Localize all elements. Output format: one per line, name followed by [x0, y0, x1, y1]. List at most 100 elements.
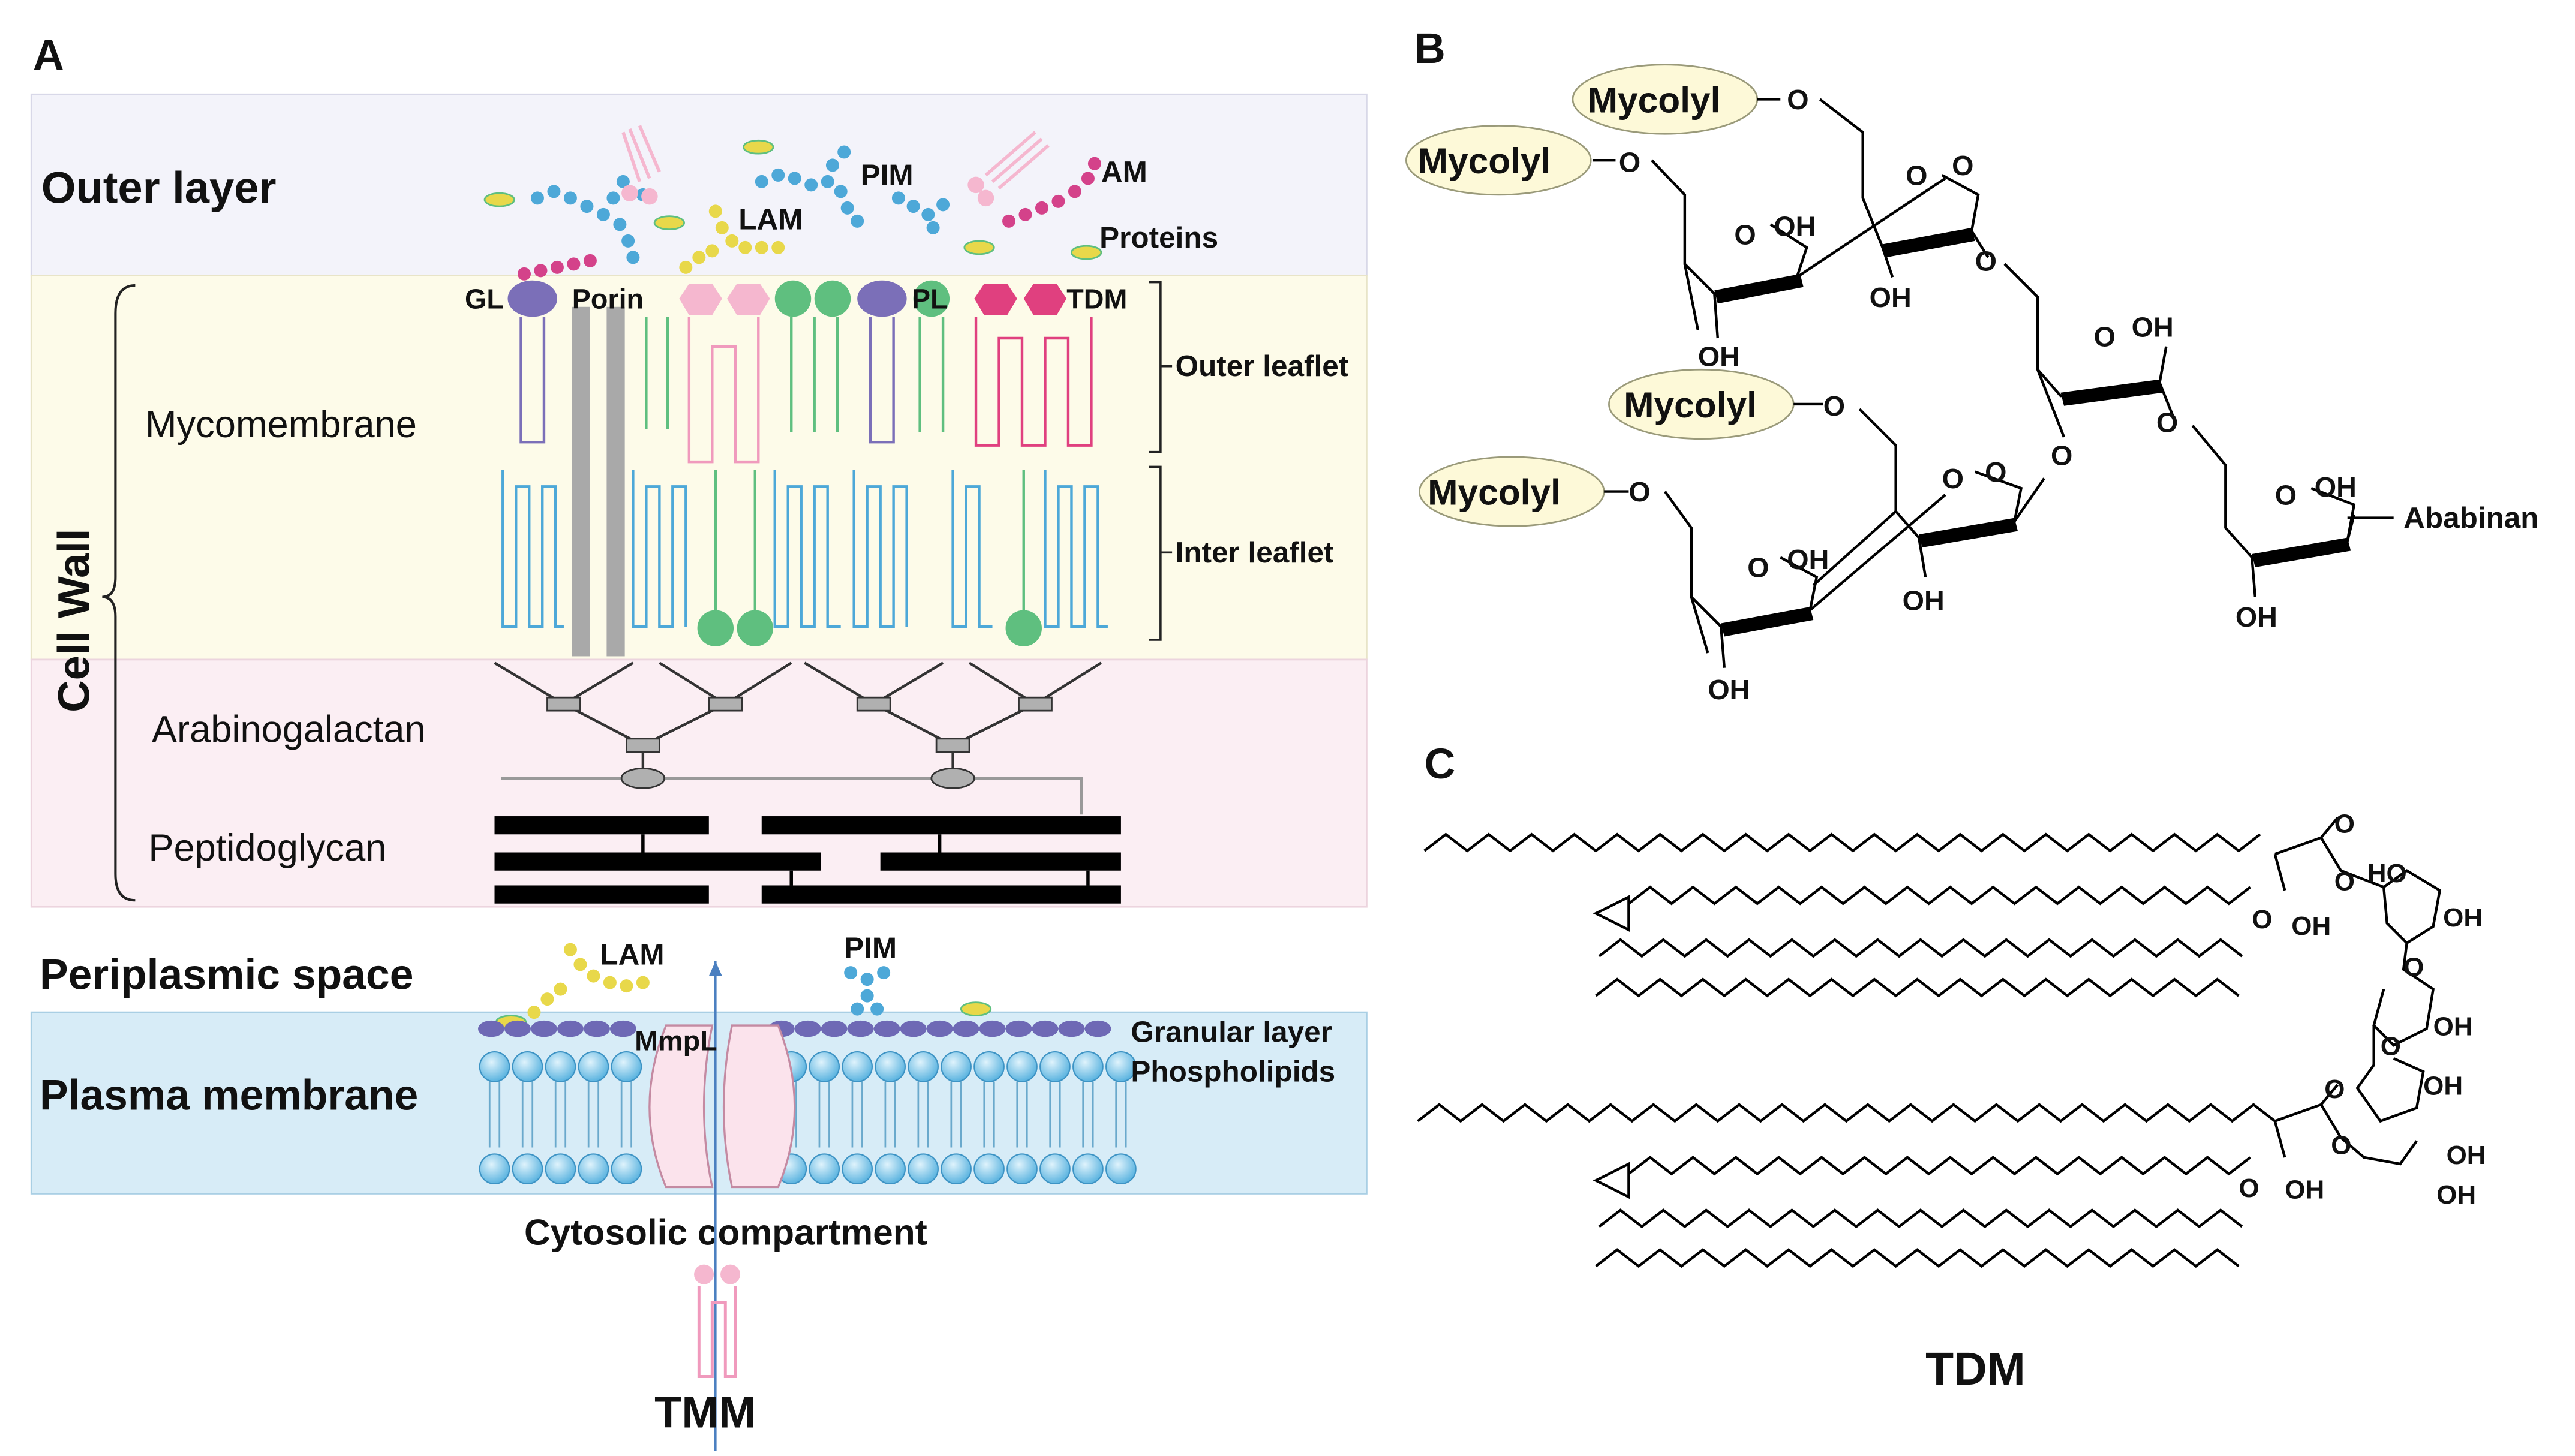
svg-text:O: O: [2093, 321, 2115, 353]
svg-text:O: O: [1985, 456, 2006, 488]
inner-leaflet-lipids: [501, 470, 1108, 628]
trehalose-core: [2273, 817, 2442, 1166]
svg-text:O: O: [1975, 245, 1997, 276]
phospholipid-head: [941, 1051, 972, 1082]
svg-text:OH: OH: [1903, 585, 1945, 616]
phospholipid-head: [1006, 1153, 1038, 1185]
mycomembrane-zone: [30, 275, 1368, 661]
svg-text:O: O: [1628, 476, 1650, 507]
svg-text:O: O: [1734, 219, 1756, 250]
periplasmic-space-label: Periplasmic space: [40, 951, 413, 999]
arabinogalactan-label: Arabinogalactan: [152, 708, 426, 750]
phospholipid-head: [809, 1051, 840, 1082]
granular-particle: [847, 1020, 874, 1037]
svg-text:O: O: [2239, 1174, 2259, 1203]
phospholipid-head: [973, 1153, 1005, 1185]
granular-particle: [979, 1020, 1006, 1037]
svg-text:OH: OH: [2443, 903, 2483, 932]
panel-c-label: C: [1425, 740, 1456, 788]
alkyl-chain: [1423, 832, 2261, 853]
phospholipid-head: [908, 1051, 939, 1082]
cyclopropane-ring: [1593, 1162, 1630, 1199]
granular-particle: [794, 1020, 821, 1037]
phospholipid-head: [875, 1153, 906, 1185]
granular-particle: [821, 1020, 848, 1037]
phospholipid-head: [512, 1153, 543, 1185]
tmm-label: TMM: [654, 1388, 756, 1437]
outer-leaflet-heads: [507, 280, 1067, 317]
svg-text:OH: OH: [2423, 1072, 2463, 1101]
granular-particle: [1005, 1020, 1032, 1037]
svg-text:O: O: [2334, 867, 2355, 897]
mycolyl-badge: [1405, 125, 1592, 196]
tdm-alkyl-chains: [1417, 832, 2276, 1268]
arabinogalactan-nodes: [546, 696, 1053, 789]
peptidoglycan-layer: [494, 816, 1121, 904]
lam-bottom-label: LAM: [600, 938, 664, 971]
svg-text:O: O: [2331, 1130, 2351, 1160]
granular-particle: [504, 1020, 531, 1037]
am-label: AM: [1101, 155, 1147, 188]
peptidoglycan-label: Peptidoglycan: [148, 827, 386, 869]
granular-particle: [557, 1020, 584, 1037]
mycolyl-label: Mycolyl: [1428, 472, 1561, 513]
svg-text:O: O: [1823, 390, 1845, 422]
lam-top-label: LAM: [738, 203, 803, 236]
svg-text:OH: OH: [1787, 544, 1829, 575]
mycolyl-label: Mycolyl: [1418, 140, 1551, 181]
svg-text:O: O: [1787, 84, 1808, 115]
phospholipids-label: Phospholipids: [1131, 1055, 1335, 1088]
svg-text:O: O: [1747, 552, 1769, 583]
panel-b: B Mycolyl Mycolyl Mycolyl Mycolyl: [1405, 25, 2539, 705]
granular-particle: [900, 1020, 927, 1037]
phospholipid-head: [842, 1153, 873, 1185]
arabinomannan-skeleton: [1592, 98, 2394, 668]
panel-c: C O O HO OH O OH O OH O O OH OH OH O: [1417, 740, 2486, 1395]
plasma-membrane-label: Plasma membrane: [40, 1071, 418, 1119]
alkyl-chain: [1598, 1208, 2243, 1229]
arabinan-label: Ababinan: [2403, 501, 2538, 534]
panel-b-label: B: [1414, 25, 1446, 73]
svg-text:O: O: [2403, 953, 2424, 982]
porin-channel: [572, 306, 590, 657]
svg-text:O: O: [2381, 1032, 2401, 1061]
pim-top-label: PIM: [861, 158, 914, 191]
alkyl-chain: [1417, 1103, 2276, 1123]
phospholipid-head: [611, 1153, 642, 1185]
phospholipid-head: [1072, 1051, 1104, 1082]
svg-text:O: O: [1619, 146, 1640, 178]
phospholipid-head: [908, 1153, 939, 1185]
svg-text:OH: OH: [1698, 341, 1740, 372]
svg-text:OH: OH: [1774, 211, 1816, 242]
mycolyl-label: Mycolyl: [1588, 79, 1721, 120]
svg-text:O: O: [1942, 463, 1964, 494]
svg-text:O: O: [1952, 150, 1973, 181]
mmpl-label: MmpL: [635, 1025, 717, 1056]
svg-text:O: O: [2252, 905, 2272, 934]
phospholipid-head: [1105, 1153, 1137, 1185]
svg-text:O: O: [2324, 1075, 2345, 1104]
outer-layer-molecules: [483, 125, 1102, 281]
atom-labels: O O O O O OH OH OH O O OH O O O O O OH O…: [1619, 84, 2357, 705]
phospholipid-head: [545, 1051, 576, 1082]
svg-text:OH: OH: [1708, 674, 1750, 705]
inner-leaflet-label: Inter leaflet: [1176, 536, 1334, 569]
svg-text:OH: OH: [2436, 1180, 2476, 1210]
phospholipid-head: [809, 1153, 840, 1185]
phospholipid-head: [479, 1153, 510, 1185]
svg-text:O: O: [2334, 810, 2355, 839]
granular-particle: [926, 1020, 953, 1037]
porin-label: Porin: [572, 284, 644, 315]
svg-text:O: O: [2275, 480, 2297, 511]
granular-particle: [609, 1020, 636, 1037]
phospholipid-bilayer: [479, 1051, 1137, 1185]
svg-text:OH: OH: [2315, 471, 2357, 503]
granular-layer-label: Granular layer: [1131, 1016, 1332, 1049]
phospholipid-head: [875, 1051, 906, 1082]
cell-wall-label: Cell Wall: [49, 528, 98, 712]
tdm-title: TDM: [1925, 1343, 2026, 1395]
phospholipid-head: [1039, 1051, 1071, 1082]
phospholipid-head: [1006, 1051, 1038, 1082]
phospholipid-head: [1072, 1153, 1104, 1185]
cell-wall-brace: [102, 284, 136, 902]
